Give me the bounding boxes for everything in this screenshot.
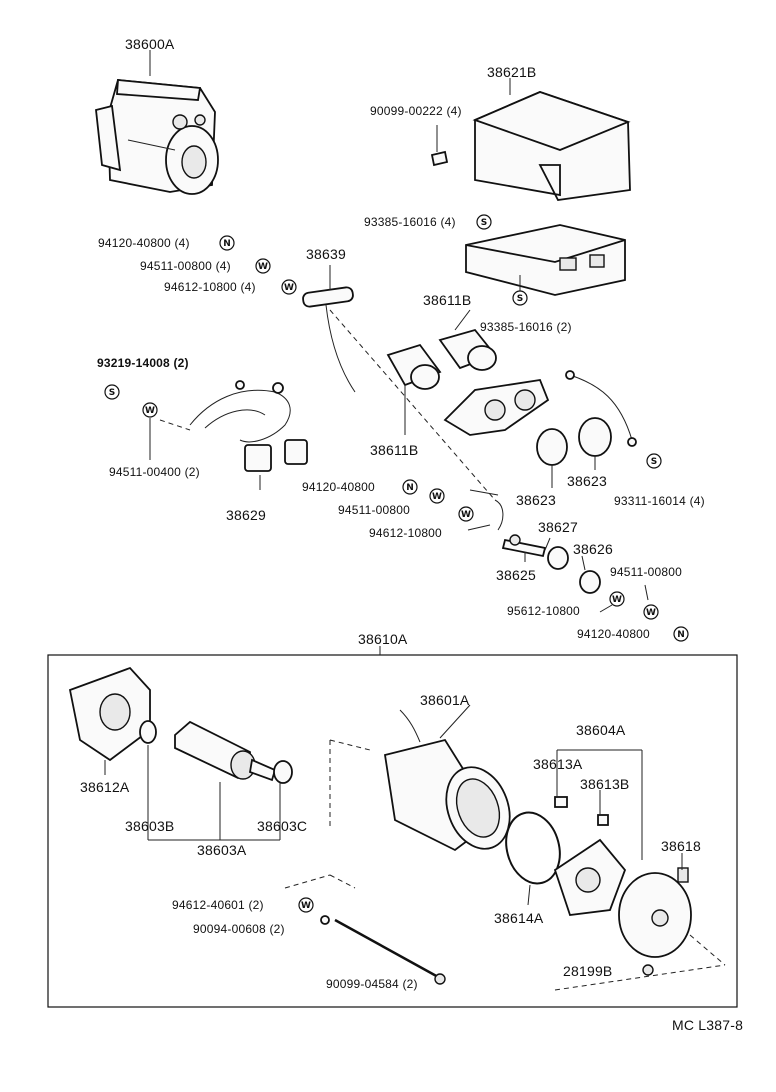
end-frame-drawing (554, 853, 726, 991)
label-28199B: 28199B (563, 963, 613, 979)
label-38600A: 38600A (125, 36, 175, 52)
fastener-symbols: N W W S S S W S N W W W W N W (104, 214, 689, 913)
wire-harness-drawing (159, 380, 308, 490)
cover-drawing (430, 78, 631, 201)
strap-drawing (302, 265, 504, 531)
svg-text:W: W (145, 406, 155, 416)
label-93219-14008: 93219-14008 (2) (97, 356, 189, 370)
label-38639: 38639 (306, 246, 346, 262)
symbol-washer-94511-00400: W (142, 402, 158, 418)
label-38611B-top: 38611B (423, 292, 472, 308)
symbol-washer-94511-4: W (255, 258, 271, 274)
svg-text:W: W (612, 595, 622, 605)
svg-text:W: W (461, 510, 471, 520)
ground-cable-drawing (565, 370, 637, 447)
label-38627: 38627 (538, 519, 578, 535)
label-94511-00800-right: 94511-00800 (610, 565, 683, 579)
svg-text:N: N (223, 239, 231, 249)
label-38621B: 38621B (487, 64, 537, 80)
label-93385-16016-2: 93385-16016 (2) (480, 320, 572, 334)
label-38601A: 38601A (420, 692, 470, 708)
o-ring-drawing (505, 811, 561, 906)
svg-text:W: W (284, 283, 294, 293)
svg-text:S: S (651, 457, 657, 467)
terminal-bolt-drawing (501, 534, 601, 594)
svg-text:S: S (481, 218, 487, 228)
symbol-nut-94120-right: N (673, 626, 689, 642)
symbol-washer-94612-4: W (281, 279, 297, 295)
label-90099-04584: 90099-04584 (2) (326, 977, 418, 991)
symbol-screw-93311: S (646, 453, 662, 469)
symbol-washer-94612-40601: W (298, 897, 314, 913)
symbol-screw-93385-4: S (476, 214, 492, 230)
label-38623-b: 38623 (567, 473, 607, 489)
label-38623-a: 38623 (516, 492, 556, 508)
label-38610A: 38610A (358, 631, 408, 647)
label-38614A: 38614A (494, 910, 544, 926)
bracket-drawing (465, 224, 626, 296)
front-housing-drawing (68, 666, 151, 775)
relay-bracket-drawing (443, 379, 550, 436)
label-38612A: 38612A (80, 779, 130, 795)
label-38625: 38625 (496, 567, 536, 583)
label-94120-40800-right: 94120-40800 (577, 627, 650, 641)
reference-code: MC L387-8 (672, 1017, 744, 1033)
svg-text:S: S (517, 294, 523, 304)
label-94120-40800-4: 94120-40800 (4) (98, 236, 190, 250)
armature-drawing (139, 720, 371, 841)
assembly-frame (47, 654, 738, 1008)
label-38613A: 38613A (533, 756, 583, 772)
symbol-screw-93219: S (104, 384, 120, 400)
brush-holder-drawing (553, 749, 643, 916)
label-38611B-mid: 38611B (370, 442, 419, 458)
label-38604A: 38604A (576, 722, 626, 738)
label-94612-10800-4: 94612-10800 (4) (164, 280, 256, 294)
starter-assembly-drawing (95, 50, 219, 195)
label-38629: 38629 (226, 507, 266, 523)
svg-text:W: W (646, 608, 656, 618)
symbol-washer-94612-mid: W (458, 506, 474, 522)
label-93385-16016-4: 93385-16016 (4) (364, 215, 456, 229)
label-38626: 38626 (573, 541, 613, 557)
yoke-drawing (383, 704, 511, 852)
svg-text:S: S (109, 388, 115, 398)
cap-drawing (536, 417, 612, 488)
svg-text:N: N (677, 630, 685, 640)
symbol-washer-94511-right: W (643, 604, 659, 620)
label-38618: 38618 (661, 838, 701, 854)
label-94612-10800-mid: 94612-10800 (369, 526, 442, 540)
svg-text:W: W (301, 901, 311, 911)
label-94511-00800-4: 94511-00800 (4) (140, 259, 231, 273)
label-38603B: 38603B (125, 818, 175, 834)
symbol-nut-94120-4: N (219, 235, 235, 251)
label-94612-40601: 94612-40601 (2) (172, 898, 264, 912)
label-90094-00608: 90094-00608 (2) (193, 922, 285, 936)
label-95612-10800: 95612-10800 (507, 604, 580, 618)
label-93311-16014: 93311-16014 (4) (614, 494, 705, 508)
svg-text:W: W (432, 492, 442, 502)
symbol-washer-94511-mid: W (429, 488, 445, 504)
label-94120-40800-mid: 94120-40800 (302, 480, 375, 494)
svg-text:N: N (406, 483, 414, 493)
label-90099-00222: 90099-00222 (4) (370, 104, 462, 118)
label-38603A: 38603A (197, 842, 247, 858)
label-38603C: 38603C (257, 818, 308, 834)
leader-lines (149, 418, 649, 613)
symbol-washer-95612: W (609, 591, 625, 607)
symbol-screw-93385-2: S (512, 290, 528, 306)
svg-text:W: W (258, 262, 268, 272)
label-94511-00400: 94511-00400 (2) (109, 465, 200, 479)
label-94511-00800-mid: 94511-00800 (338, 503, 411, 517)
relay-drawing (386, 309, 497, 435)
label-38613B: 38613B (580, 776, 630, 792)
symbol-nut-94120-mid: N (402, 479, 418, 495)
